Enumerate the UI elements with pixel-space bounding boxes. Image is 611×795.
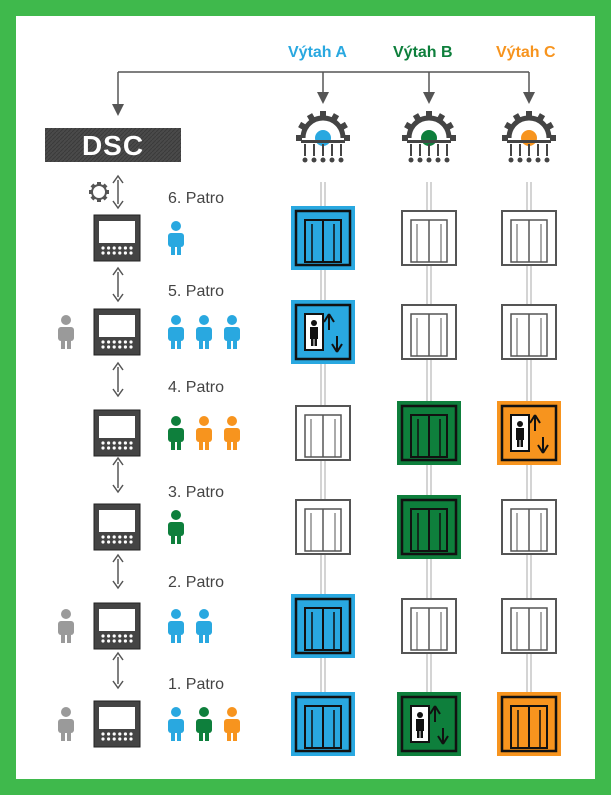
passenger-floor-5-1 (168, 315, 184, 349)
gear-icon (89, 182, 109, 202)
waiting-person-floor-1 (58, 707, 74, 741)
floor-label-4: 4. Patro (168, 379, 225, 396)
controller-gear-icon-c (502, 111, 556, 163)
passenger-floor-4-1 (168, 416, 184, 450)
double-arrow-icon (112, 456, 124, 494)
passenger-floor-4-2 (196, 416, 212, 450)
passenger-floor-4-3 (224, 416, 240, 450)
floor-label-1: 1. Patro (168, 676, 225, 693)
controller-gear-icon-a (296, 111, 350, 163)
double-arrow-icon (112, 266, 124, 303)
car-c-floor-6 (501, 210, 557, 266)
car-c-floor-5 (501, 304, 557, 360)
terminal-floor-5 (93, 308, 141, 356)
terminal-floor-6 (93, 214, 141, 262)
car-a-floor-1 (291, 692, 355, 756)
car-a-floor-3 (295, 499, 351, 555)
terminal-floor-1 (93, 700, 141, 748)
terminal-floor-2 (93, 602, 141, 650)
elevator-title-a: Výtah A (288, 44, 347, 61)
floor-label-5: 5. Patro (168, 283, 225, 300)
controller-gear-icon-b (402, 111, 456, 163)
dsc-box (45, 128, 181, 162)
car-a-floor-5 (291, 300, 355, 364)
floor-label-2: 2. Patro (168, 574, 225, 591)
car-b-floor-4 (397, 401, 461, 465)
car-b-floor-2 (401, 598, 457, 654)
passenger-floor-2-1 (168, 609, 184, 643)
car-c-floor-2 (501, 598, 557, 654)
car-a-floor-4 (295, 405, 351, 461)
car-a-floor-6 (291, 206, 355, 270)
car-b-floor-1 (397, 692, 461, 756)
passenger-floor-6-1 (168, 221, 184, 255)
double-arrow-icon (112, 651, 124, 690)
passenger-floor-2-2 (196, 609, 212, 643)
car-b-floor-3 (397, 495, 461, 559)
car-b-floor-6 (401, 210, 457, 266)
waiting-person-floor-2 (58, 609, 74, 643)
waiting-person-floor-5 (58, 315, 74, 349)
floor-label-6: 6. Patro (168, 190, 225, 207)
elevator-title-b: Výtah B (393, 44, 453, 61)
car-b-floor-5 (401, 304, 457, 360)
car-a-floor-2 (291, 594, 355, 658)
dsc-label: DSC (81, 130, 145, 161)
passenger-floor-1-2 (196, 707, 212, 741)
double-arrow-icon (112, 174, 124, 210)
dispatch-lines (112, 71, 535, 116)
passenger-floor-3-1 (168, 510, 184, 544)
double-arrow-icon (112, 553, 124, 590)
passenger-floor-1-3 (224, 707, 240, 741)
car-c-floor-3 (501, 499, 557, 555)
double-arrow-icon (112, 361, 124, 398)
passenger-floor-5-3 (224, 315, 240, 349)
car-c-floor-4 (497, 401, 561, 465)
terminal-floor-4 (93, 409, 141, 457)
car-c-floor-1 (497, 692, 561, 756)
floor-label-3: 3. Patro (168, 484, 225, 501)
terminal-floor-3 (93, 503, 141, 551)
passenger-floor-1-1 (168, 707, 184, 741)
elevator-title-c: Výtah C (496, 44, 556, 61)
passenger-floor-5-2 (196, 315, 212, 349)
